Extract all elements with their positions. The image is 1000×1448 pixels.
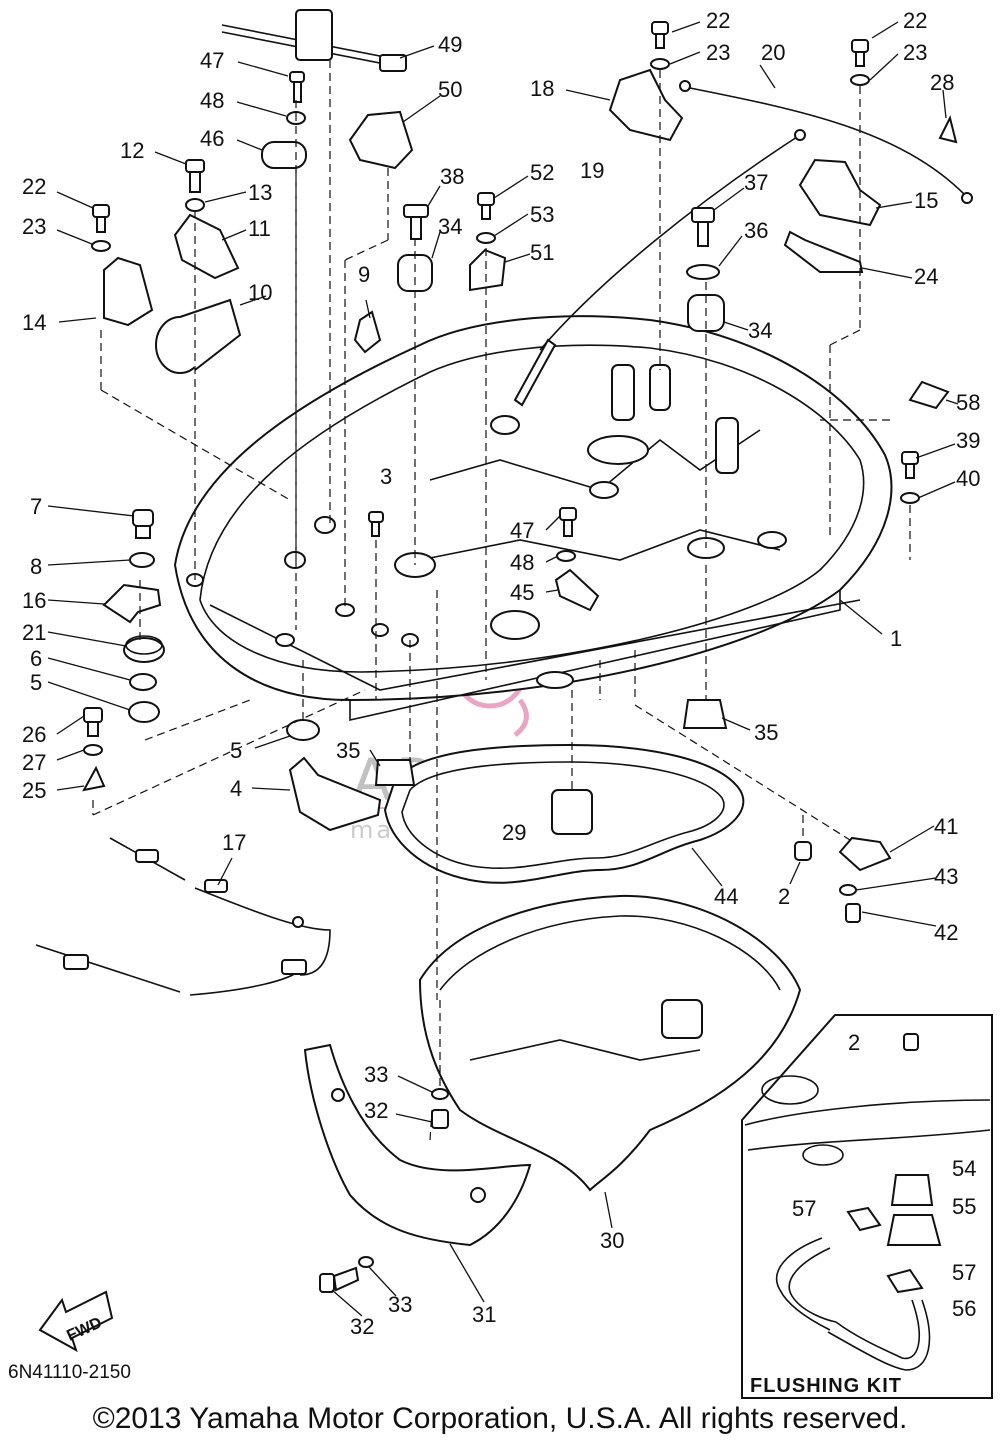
callout-label: 3 [380,464,392,489]
callout-label: 31 [472,1302,496,1327]
flushing-kit-label: FLUSHING KIT [750,1375,902,1397]
callout-label: 25 [22,778,46,803]
callout-label: 20 [761,40,785,65]
callout-label: 17 [222,830,246,855]
callout-label: 24 [914,264,938,289]
copyright-footer: ©2013 Yamaha Motor Corporation, U.S.A. A… [92,1402,908,1435]
callout-label: 48 [510,550,534,575]
callout-label: 15 [914,188,938,213]
callout-label: 32 [350,1314,374,1339]
callout-label: 36 [744,218,768,243]
callout-label: 16 [22,588,46,613]
callout-label: 9 [358,262,370,287]
top-cowling-part [173,315,893,721]
callout-label: 22 [706,8,730,33]
callout-label: 2 [778,884,790,909]
callout-label: 35 [336,738,360,763]
callout-label: 57 [792,1196,816,1221]
callout-labels: 22 23 20 22 23 28 49 47 18 19 48 50 46 1… [22,8,980,1339]
callout-label: 32 [364,1098,388,1123]
callout-label: 49 [438,32,462,57]
callout-label: 18 [530,76,554,101]
callout-label: 40 [956,466,980,491]
callout-label: 57 [952,1260,976,1285]
callout-label: 30 [600,1228,624,1253]
callout-label: 50 [438,77,462,102]
callout-label: 22 [903,8,927,33]
callout-label: 23 [22,214,46,239]
callout-label: 21 [22,620,46,645]
callout-label: 54 [952,1156,976,1181]
callout-label: 13 [248,180,272,205]
callout-label: 52 [530,160,554,185]
bottom-cowling-part [418,894,802,1192]
callout-label: 33 [364,1062,388,1087]
callout-label: 8 [30,554,42,579]
callout-label: 43 [934,864,958,889]
callout-label: 23 [706,40,730,65]
small-components [35,9,973,1293]
apron-part [303,1043,532,1247]
callout-label: 5 [230,738,242,763]
callout-label: 51 [530,240,554,265]
callout-label: 33 [388,1292,412,1317]
callout-label: 44 [714,884,738,909]
callout-label: 28 [930,70,954,95]
callout-label: 56 [952,1296,976,1321]
leader-lines [47,21,959,1317]
callout-label: 58 [956,390,980,415]
callout-label: 12 [120,138,144,163]
callout-label: 26 [22,722,46,747]
callout-label: 7 [30,494,42,519]
callout-label: 23 [903,40,927,65]
callout-label: 37 [744,170,768,195]
callout-label: 39 [956,428,980,453]
callout-label: 41 [934,814,958,839]
callout-label: 38 [440,164,464,189]
flushing-kit-inset: FLUSHING KIT [741,1014,993,1399]
assembly-lines [92,60,911,1165]
fwd-arrow: FWD [38,1290,114,1353]
callout-label: 6 [30,646,42,671]
callout-label: 34 [438,214,462,239]
callout-label: 10 [248,280,272,305]
callout-label: 2 [848,1030,860,1055]
callout-label: 46 [200,126,224,151]
seal-gasket-part [383,743,745,884]
callout-label: 22 [22,174,46,199]
callout-label: 55 [952,1194,976,1219]
part-code: 6N41110-2150 [8,1362,131,1383]
callout-label: 29 [502,820,526,845]
callout-label: 53 [530,202,554,227]
callout-label: 47 [200,48,224,73]
callout-label: 35 [754,720,778,745]
callout-label: 5 [30,670,42,695]
callout-label: 14 [22,310,46,335]
callout-label: 11 [248,216,271,241]
callout-label: 19 [580,158,604,183]
callout-label: 47 [510,518,534,543]
callout-label: 1 [890,626,902,651]
callout-label: 48 [200,88,224,113]
callout-label: 34 [748,318,772,343]
callout-label: 27 [22,750,46,775]
callout-label: 42 [934,920,958,945]
callout-label: 4 [230,776,242,801]
callout-label: 45 [510,580,534,605]
